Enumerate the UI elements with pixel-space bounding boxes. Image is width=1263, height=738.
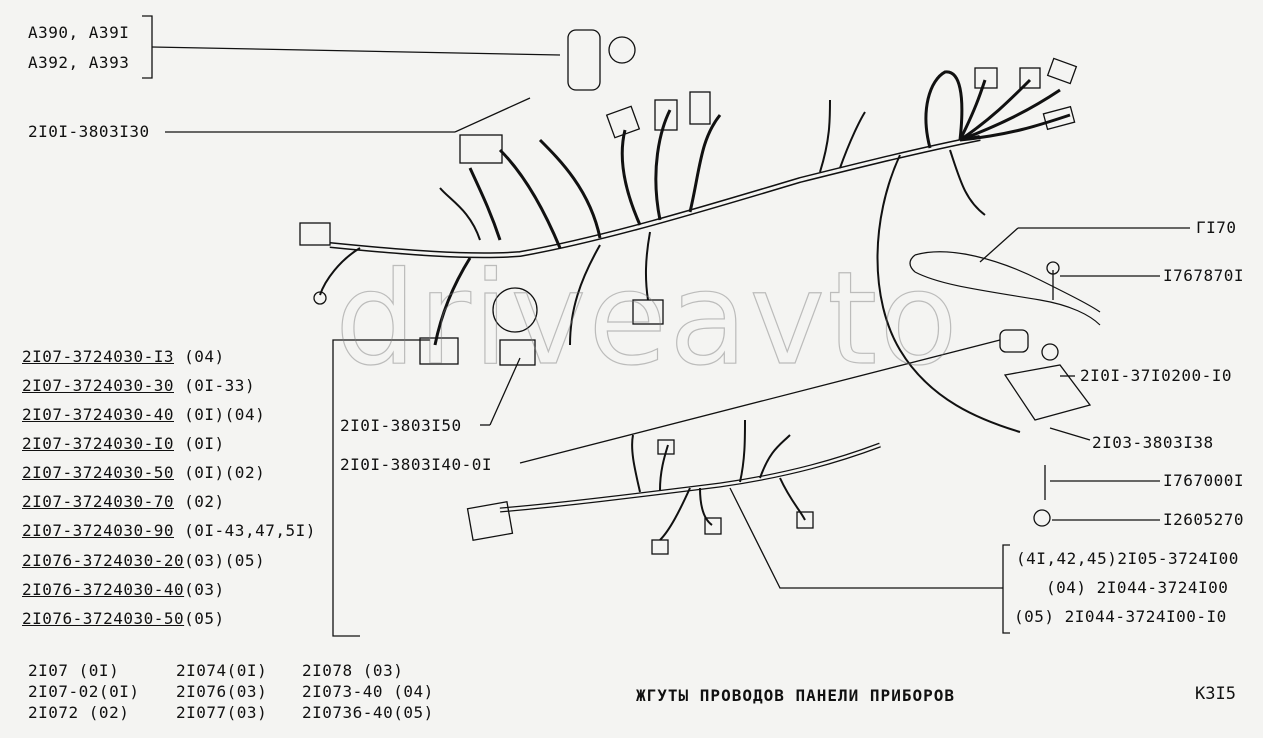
- callout-1767000: I767000I: [1163, 471, 1245, 490]
- variant-item: 2I07-3724030-40 (0I)(04): [22, 405, 266, 424]
- callout-3803138: 2I03-3803I38: [1092, 433, 1214, 452]
- models-cell: 2I076(03): [176, 682, 268, 701]
- main-harness-trunk: [329, 135, 981, 259]
- models-cell: 2I072 (02): [28, 703, 130, 722]
- callout-3803150: 2I0I-3803I50: [340, 416, 462, 435]
- right-group-line: (4I,42,45)2I05-3724I00: [1016, 549, 1239, 568]
- page-title: ЖГУТЫ ПРОВОДОВ ПАНЕЛИ ПРИБОРОВ: [636, 686, 955, 705]
- variant-item: 2I076-3724030-40(03): [22, 580, 225, 599]
- variant-item: 2I07-3724030-70 (02): [22, 492, 225, 511]
- variant-item: 2I07-3724030-I0 (0I): [22, 434, 225, 453]
- callout-gi70: ГI70: [1196, 218, 1237, 237]
- models-cell: 2I07 (0I): [28, 661, 120, 680]
- callout-harness-top: 2I0I-3803I30: [28, 122, 150, 141]
- variant-item: 2I07-3724030-90 (0I-43,47,5I): [22, 521, 316, 540]
- watermark: driveavto: [334, 244, 960, 394]
- page-code: К3I5: [1195, 684, 1236, 704]
- models-cell: 2I0736-40(05): [302, 703, 434, 722]
- variant-item: 2I076-3724030-20(03)(05): [22, 551, 266, 570]
- callout-3803140: 2I0I-3803I40-0I: [340, 455, 492, 474]
- models-cell: 2I074(0I): [176, 661, 268, 680]
- callout-lamp-line2: A392, A393: [28, 53, 130, 72]
- models-cell: 2I078 (03): [302, 661, 404, 680]
- lower-harness: [499, 442, 881, 513]
- variant-item: 2I07-3724030-30 (0I-33): [22, 376, 256, 395]
- right-group-line: (05) 2I044-3724I00-I0: [1014, 607, 1227, 626]
- callout-12605270: I2605270: [1163, 510, 1245, 529]
- variant-item: 2I07-3724030-I3 (04): [22, 347, 225, 366]
- models-cell: 2I077(03): [176, 703, 268, 722]
- variant-item: 2I076-3724030-50(05): [22, 609, 225, 628]
- bracket-lamps: [142, 15, 153, 79]
- callout-3710200: 2I0I-37I0200-I0: [1080, 366, 1232, 385]
- callout-1767870: I767870I: [1163, 266, 1245, 285]
- callout-lamp-line1: A390, A39I: [28, 23, 130, 42]
- models-cell: 2I07-02(0I): [28, 682, 140, 701]
- variant-item: 2I07-3724030-50 (0I)(02): [22, 463, 266, 482]
- models-cell: 2I073-40 (04): [302, 682, 434, 701]
- right-group-line: (04) 2I044-3724I00: [1046, 578, 1229, 597]
